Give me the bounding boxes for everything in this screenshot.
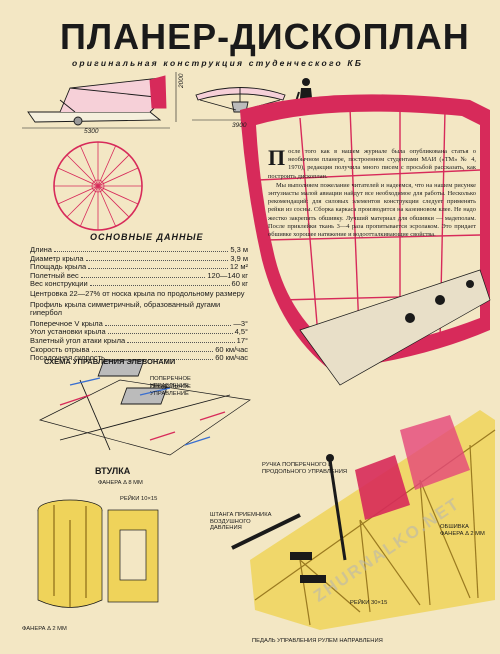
- article-dropcap: П: [268, 145, 286, 170]
- bushing-rails: РЕЙКИ 10×15: [120, 496, 158, 502]
- bushing-plywood-8: ФАНЕРА δ 8 мм: [98, 480, 143, 486]
- page-title: ПЛАНЕР-ДИСКОПЛАН: [60, 16, 470, 57]
- article-paragraph: осле того как в нашем журнале была опубл…: [268, 148, 476, 180]
- length-dimension: 5300: [84, 128, 99, 135]
- elevon-control-scheme: [39, 359, 251, 456]
- fuselage-frame: [231, 410, 496, 630]
- scheme-title: СХЕМА УПРАВЛЕНИЯ ЭЛЕВОНАМИ: [44, 357, 176, 366]
- skin-callout: ОБШИВКА ФАНЕРА δ 2 мм: [440, 524, 485, 537]
- spec-row: Поперечное V крыла—3°: [30, 318, 248, 328]
- pedal-callout: ПЕДАЛЬ УПРАВЛЕНИЯ РУЛЕМ НАПРАВЛЕНИЯ: [252, 638, 383, 644]
- spec-centering: Центровка 22—27% от носка крыла по продо…: [30, 288, 245, 298]
- perspective-disc-wing: [240, 94, 491, 386]
- stick-callout: РУЧКА ПОПЕРЕЧНОГО И ПРОДОЛЬНОГО УПРАВЛЕН…: [262, 462, 348, 475]
- span-dimension: 3900: [232, 122, 247, 129]
- height-dimension: 2000: [178, 73, 185, 88]
- longitudinal-control-label: продольное управление: [150, 384, 191, 397]
- spec-profile: Профиль крыла симметричный, образованный…: [30, 299, 221, 318]
- page-subtitle: оригинальная конструкция студенческого К…: [72, 58, 364, 68]
- bushing-drawing: [37, 499, 159, 608]
- lateral-control-label: поперечное управление: [150, 376, 191, 389]
- side-view-drawing: [22, 75, 170, 129]
- specs-heading: ОСНОВНЫЕ ДАННЫЕ: [90, 232, 204, 242]
- bushing-plywood-2: ФАНЕРА δ 2 мм: [22, 626, 67, 632]
- rails-callout: РЕЙКИ 30×15: [350, 600, 388, 606]
- bushing-title: ВТУЛКА: [95, 466, 131, 476]
- top-view-disc: [53, 141, 143, 231]
- article-paragraph: Мы выполняем пожелание читателей и надее…: [268, 181, 476, 239]
- pitot-callout: ШТАНГА ПРИЕМНИКА ВОЗДУШНОГО ДАВЛЕНИЯ: [210, 512, 272, 531]
